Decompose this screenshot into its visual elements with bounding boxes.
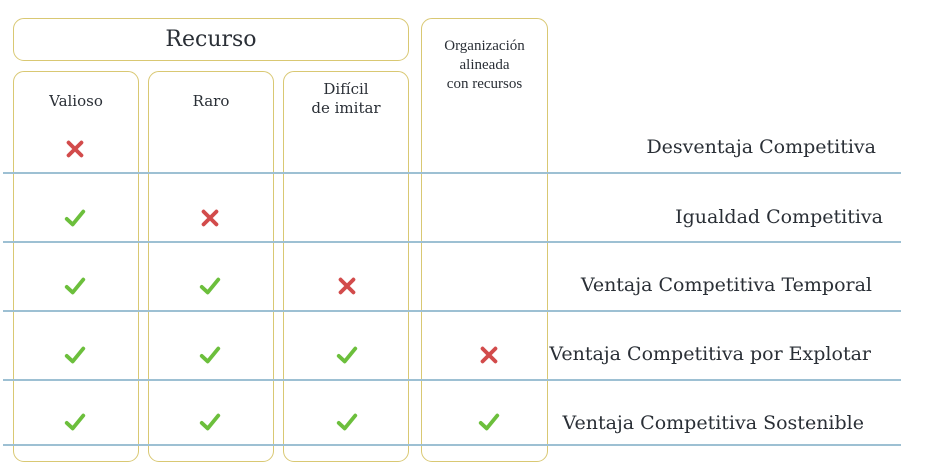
column-label-dificil-de-imitar: Difícil de imitar (283, 80, 409, 118)
column-label-line: Difícil (323, 80, 369, 98)
check-icon (64, 346, 86, 364)
row-divider (3, 379, 901, 381)
column-box-organizacion (421, 18, 548, 462)
cross-icon (66, 140, 84, 158)
cross-icon (338, 277, 356, 295)
check-icon (199, 413, 221, 431)
column-box-dificil-de-imitar (283, 71, 409, 462)
check-icon (64, 413, 86, 431)
column-label-line: Organización (444, 38, 525, 54)
check-icon (478, 413, 500, 431)
result-label-igualdad: Igualdad Competitiva (675, 206, 883, 228)
column-label-line: Valioso (49, 92, 103, 110)
column-box-raro (148, 71, 274, 462)
column-label-line: con recursos (446, 76, 523, 92)
cross-icon (480, 346, 498, 364)
resource-header-box (13, 18, 409, 61)
row-divider (3, 310, 901, 312)
check-icon (64, 277, 86, 295)
result-label-por-explotar: Ventaja Competitiva por Explotar (549, 343, 871, 365)
result-label-temporal: Ventaja Competitiva Temporal (580, 274, 872, 296)
check-icon (336, 346, 358, 364)
check-icon (199, 277, 221, 295)
check-icon (64, 209, 86, 227)
cross-icon (201, 209, 219, 227)
column-label-line: Raro (192, 92, 230, 110)
result-label-desventaja: Desventaja Competitiva (646, 136, 876, 158)
row-divider (3, 444, 901, 446)
row-divider (3, 172, 901, 174)
column-box-valioso (13, 71, 139, 462)
column-label-line: de imitar (311, 99, 381, 117)
column-label-line: alineada (459, 57, 510, 73)
check-icon (336, 413, 358, 431)
result-label-sostenible: Ventaja Competitiva Sostenible (562, 412, 865, 434)
column-label-raro: Raro (148, 92, 274, 111)
column-label-valioso: Valioso (13, 92, 139, 111)
row-divider (3, 241, 901, 243)
check-icon (199, 346, 221, 364)
column-label-organizacion: Organización alineada con recursos (421, 37, 548, 94)
resource-header-text: Recurso (165, 27, 257, 52)
